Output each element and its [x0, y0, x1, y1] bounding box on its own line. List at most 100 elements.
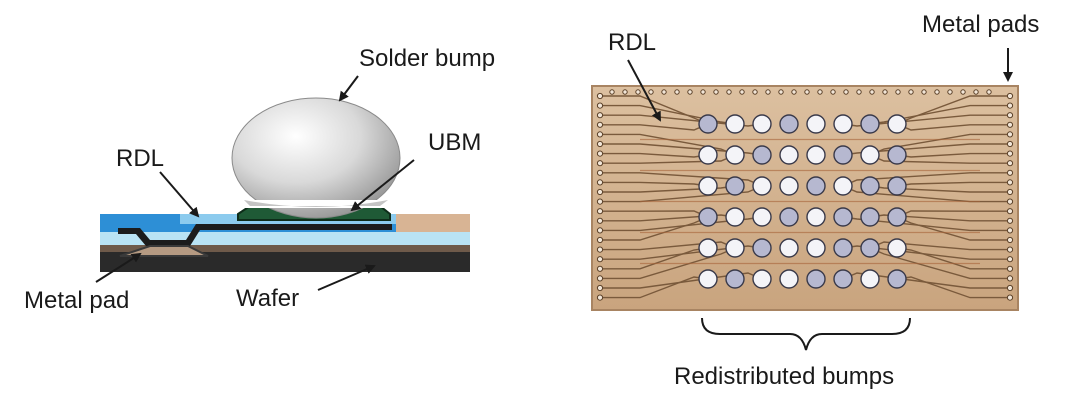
edge-pad-right [1006, 179, 1014, 186]
edge-pad-left [596, 198, 604, 205]
edge-pad-top [934, 89, 940, 95]
edge-pad-left [596, 275, 604, 282]
ubm-label: UBM [428, 129, 481, 156]
edge-pad-right [1006, 246, 1014, 253]
redistributed-bumps-brace [701, 317, 911, 351]
solder-bump [860, 145, 880, 165]
edge-pad-top [739, 89, 745, 95]
edge-pad-left [596, 140, 604, 148]
solder-bump [725, 145, 745, 165]
solder-bump [806, 269, 826, 289]
edge-pad-left [596, 294, 604, 301]
redistribution-top-view: RDL Metal pads Redistributed bumps [591, 11, 1039, 390]
metal-pad-shape [119, 245, 209, 257]
solder-bump [752, 269, 772, 289]
edge-pad-right [1006, 198, 1014, 205]
solder-bump [833, 145, 853, 165]
edge-pad-left [596, 131, 604, 138]
edge-pad-right [1006, 131, 1014, 138]
edge-pad-left [596, 188, 604, 196]
solder-bump [833, 176, 853, 196]
edge-pad-top [778, 89, 784, 95]
solder-bump [779, 114, 799, 134]
edge-pad-top [765, 89, 771, 95]
solder-bump [698, 176, 718, 196]
metal-pad-label: Metal pad [24, 287, 129, 314]
solder-bump [887, 114, 907, 134]
die-substrate [591, 85, 1019, 311]
solder-bump [779, 269, 799, 289]
edge-pad-right [1006, 102, 1014, 109]
edge-pad-right [1006, 112, 1014, 119]
solder-bump [887, 176, 907, 196]
solder-bump [725, 176, 745, 196]
solder-bump [887, 238, 907, 258]
edge-pad-left [596, 92, 604, 100]
rdl-arrow [159, 171, 200, 218]
solder-ball [231, 97, 401, 219]
solder-bump-arrow [338, 75, 359, 102]
solder-bump [887, 269, 907, 289]
edge-pad-right [1006, 160, 1014, 167]
edge-pad-top [752, 89, 758, 95]
edge-pad-top [622, 89, 628, 95]
wafer-top-band [100, 244, 470, 252]
edge-pad-right [1006, 275, 1014, 282]
pad-tan-region [396, 214, 470, 232]
solder-bump [779, 207, 799, 227]
edge-pad-top [869, 89, 875, 95]
solder-bump [833, 207, 853, 227]
edge-pad-right [1006, 236, 1014, 244]
solder-bump [833, 114, 853, 134]
edge-pad-right [1006, 294, 1014, 301]
solder-bump [860, 207, 880, 227]
edge-pad-right [1006, 121, 1014, 128]
edge-pad-top [674, 89, 680, 95]
solder-bump [887, 145, 907, 165]
edge-pad-top [609, 89, 615, 95]
solder-bump [806, 238, 826, 258]
solder-bump [860, 269, 880, 289]
solder-bump [698, 238, 718, 258]
solder-bump [779, 145, 799, 165]
solder-bump [752, 238, 772, 258]
edge-pad-right [1006, 256, 1014, 263]
edge-pad-top [687, 89, 693, 95]
edge-pad-top [843, 89, 849, 95]
edge-pad-left [596, 246, 604, 253]
solder-bump [725, 238, 745, 258]
solder-bump [725, 269, 745, 289]
edge-pad-top [856, 89, 862, 95]
edge-pad-right [1006, 92, 1014, 100]
edge-pad-right [1006, 217, 1014, 224]
wafer-arrow [317, 264, 376, 291]
edge-metal-pads [596, 89, 1014, 301]
edge-pad-left [596, 160, 604, 167]
solder-ball-base-mask [230, 200, 402, 208]
edge-pad-top [882, 89, 888, 95]
solder-bump [752, 176, 772, 196]
edge-pad-top [817, 89, 823, 95]
edge-pad-left [596, 208, 604, 215]
edge-pad-top [713, 89, 719, 95]
solder-bump [806, 145, 826, 165]
solder-bump [887, 207, 907, 227]
solder-bump [779, 176, 799, 196]
metal-pads-label: Metal pads [922, 11, 1039, 38]
solder-bump [833, 238, 853, 258]
solder-bump [752, 114, 772, 134]
bump-grid [698, 114, 907, 289]
edge-pad-left [596, 169, 604, 176]
edge-pad-right [1006, 150, 1014, 157]
edge-pad-top [908, 89, 914, 95]
edge-pad-left [596, 236, 604, 244]
edge-pad-top [895, 89, 901, 95]
edge-pad-top [960, 89, 966, 95]
solder-bump [779, 238, 799, 258]
edge-pad-right [1006, 188, 1014, 196]
metal-pad-arrow [95, 252, 142, 283]
ubm-arrow [350, 159, 415, 212]
edge-pad-top [700, 89, 706, 95]
rdl-metal-trace [118, 224, 392, 246]
